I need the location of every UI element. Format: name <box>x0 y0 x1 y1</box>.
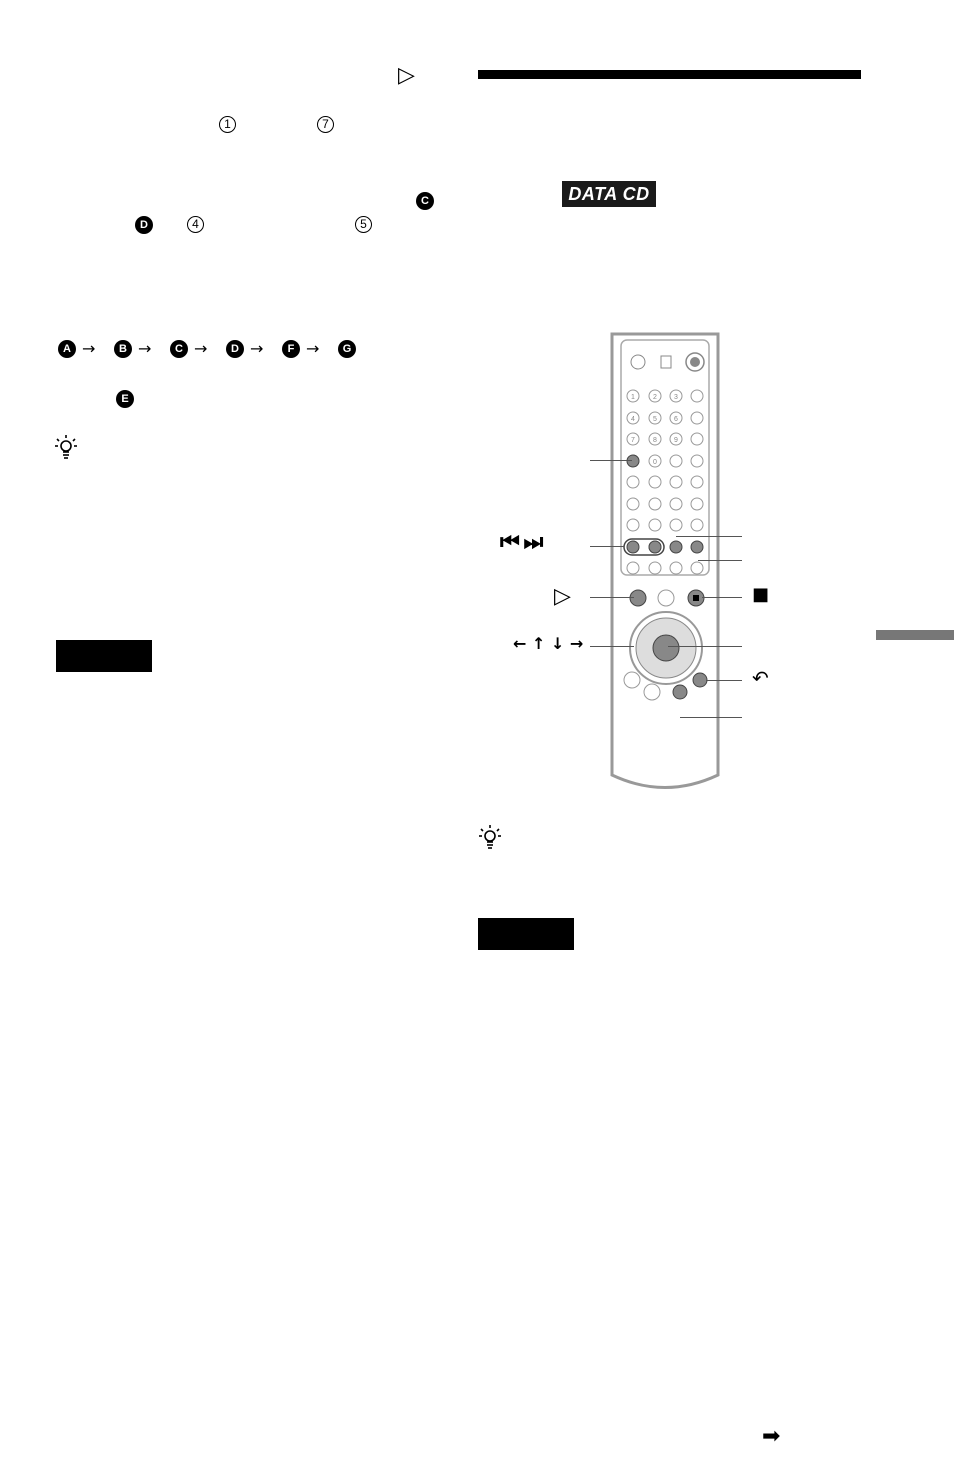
callout-stop <box>702 597 742 598</box>
step-ref-7: 7 <box>317 116 334 133</box>
step-ref-4: 4 <box>187 216 204 233</box>
svg-text:3: 3 <box>674 394 678 401</box>
section-rule <box>478 70 861 79</box>
seq-item-b: B <box>114 340 132 358</box>
seq-item-d: D <box>226 340 244 358</box>
svg-text:6: 6 <box>674 416 678 423</box>
step-ref-5: 5 <box>355 216 372 233</box>
callout-enter <box>668 646 742 647</box>
callout-bottom <box>680 717 742 718</box>
item-ref-d: D <box>135 216 153 234</box>
seq-arrow: → <box>138 339 152 358</box>
skipped-item-e: E <box>116 390 134 408</box>
seq-arrow: → <box>194 339 208 358</box>
tip-lightbulb-icon <box>479 825 501 849</box>
svg-text:4: 4 <box>631 416 635 423</box>
callout-right-1 <box>676 536 742 537</box>
seq-arrow: → <box>250 339 264 358</box>
seq-item-f: F <box>282 340 300 358</box>
notes-heading-block <box>56 640 152 672</box>
prev-next-label: ⏮ ⏭ <box>500 530 543 555</box>
step-ref-1: 1 <box>219 116 236 133</box>
play-callout-label: ▷ <box>554 584 571 609</box>
svg-text:7: 7 <box>631 437 635 444</box>
callout-right-2 <box>698 560 742 561</box>
svg-text:8: 8 <box>653 437 657 444</box>
callout-prev-next <box>590 546 624 547</box>
stop-callout-label: ■ <box>752 584 770 605</box>
svg-text:1: 1 <box>631 394 635 401</box>
seq-arrow: → <box>306 339 320 358</box>
data-cd-badge-label: DATA CD <box>568 184 650 204</box>
remote-control-illustration: 1 2 3 4 5 6 7 8 9 0 <box>610 332 720 789</box>
item-ref-c: C <box>416 192 434 210</box>
callout-arrows <box>590 646 634 647</box>
return-callout-label: ↶ <box>752 666 769 690</box>
svg-text:2: 2 <box>653 394 657 401</box>
seq-item-a: A <box>58 340 76 358</box>
seq-item-c: C <box>170 340 188 358</box>
chapter-side-tab <box>876 630 954 640</box>
svg-text:9: 9 <box>674 437 678 444</box>
seq-arrow: → <box>82 339 96 358</box>
svg-text:0: 0 <box>653 459 657 466</box>
data-cd-badge: DATA CD <box>562 181 656 207</box>
callout-play <box>590 597 634 598</box>
notes-heading-block <box>478 918 574 950</box>
play-icon: ▷ <box>398 63 415 88</box>
svg-text:5: 5 <box>653 416 657 423</box>
callout-return <box>706 680 742 681</box>
tip-lightbulb-icon <box>55 435 77 459</box>
arrow-keys-label: ← ↑ ↓ → <box>513 634 584 653</box>
continue-arrow-icon: ➡ <box>762 1424 781 1449</box>
callout-display <box>590 460 632 461</box>
seq-item-g: G <box>338 340 356 358</box>
